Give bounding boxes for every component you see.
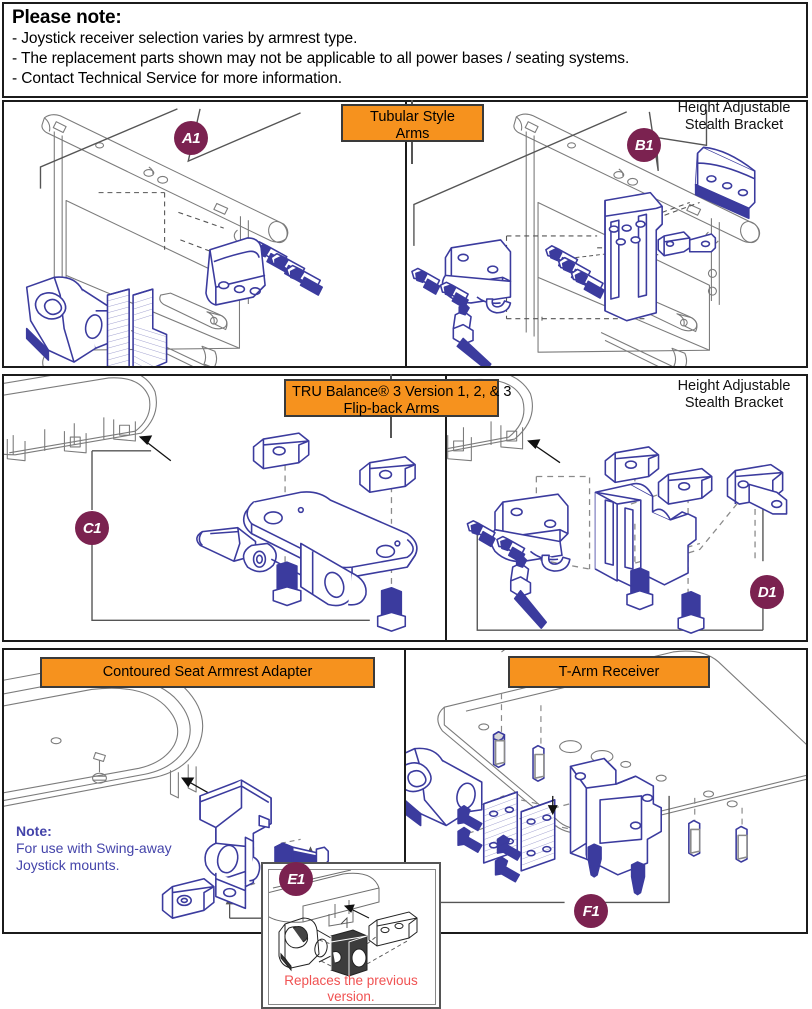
panel-row-2: C1 [2, 374, 808, 1009]
panel-tru-balance-flipback-arms: C1 [2, 374, 447, 642]
note-heading: Please note: [12, 7, 122, 28]
callout-badge-d1[interactable]: D1 [750, 575, 784, 609]
stem-tru-bottom [390, 416, 392, 438]
label-tru-line-1: TRU Balance® 3 Version 1, 2, & 3 [292, 384, 512, 400]
note-blue-line-1: For use with Swing-away [16, 840, 172, 856]
note-blue-heading: Note: [16, 823, 52, 839]
caption-stealth-bracket-middle: Height Adjustable Stealth Bracket [664, 378, 804, 412]
panel-row-1: A1 [2, 100, 808, 368]
panel-tubular-style-arms: A1 [2, 100, 407, 368]
illustration-flipback-arm-receiver [4, 376, 418, 632]
illustration-stealth-bracket-flipback [447, 376, 788, 634]
caption-stealth-bracket-top: Height Adjustable Stealth Bracket [664, 100, 804, 134]
caption-b-line-1: Height Adjustable [677, 100, 791, 116]
inset-caption: Replaces the previous version. [263, 973, 439, 1004]
stem-tubular-top [411, 100, 413, 106]
label-tubular-style-arms[interactable]: Tubular Style Arms [341, 104, 484, 142]
note-bullet-2: - The replacement parts shown may not be… [12, 50, 630, 67]
illustration-stealth-bracket-tubular [411, 109, 761, 366]
caption-b-line-2: Stealth Bracket [684, 117, 784, 133]
inset-caption-line-2: version. [327, 988, 375, 1004]
please-note-block: Please note: - Joystick receiver selecti… [2, 2, 808, 98]
inset-caption-line-1: Replaces the previous [284, 973, 418, 988]
callout-badge-c1[interactable]: C1 [75, 511, 109, 545]
stem-tru-top [390, 374, 392, 380]
panel-height-adjustable-stealth-bracket-top: B1 [405, 100, 808, 368]
label-t-arm-receiver[interactable]: T-Arm Receiver [508, 656, 710, 688]
panel-t-arm-receiver: F1 [404, 648, 808, 934]
label-tru-balance-flipback-arms[interactable]: TRU Balance® 3 Version 1, 2, & 3 Flip-ba… [284, 379, 512, 417]
callout-badge-b1[interactable]: B1 [627, 128, 661, 162]
note-swing-away-joystick: Note: For use with Swing-away Joystick m… [16, 823, 172, 874]
illustration-t-arm-receiver [406, 650, 806, 904]
label-tru-line-2: Flip-back Arms [343, 400, 440, 417]
stem-tubular-bottom [411, 140, 413, 164]
note-blue-line-2: Joystick mounts. [16, 857, 120, 873]
callout-badge-e1[interactable]: E1 [279, 862, 313, 896]
note-bullet-1: - Joystick receiver selection varies by … [12, 30, 358, 47]
illustration-tubular-arms [25, 108, 324, 366]
caption-d-line-1: Height Adjustable [677, 378, 791, 394]
note-bullet-3: - Contact Technical Service for more inf… [12, 70, 342, 87]
caption-d-line-2: Stealth Bracket [684, 395, 784, 411]
label-tubular-line-1: Tubular Style [370, 109, 455, 125]
panel-height-adjustable-stealth-bracket-middle: D1 [445, 374, 808, 642]
label-contoured-seat-armrest-adapter[interactable]: Contoured Seat Armrest Adapter [40, 657, 375, 688]
callout-badge-a1[interactable]: A1 [174, 121, 208, 155]
callout-badge-f1[interactable]: F1 [574, 894, 608, 928]
label-tubular-line-2: Arms [395, 125, 430, 142]
